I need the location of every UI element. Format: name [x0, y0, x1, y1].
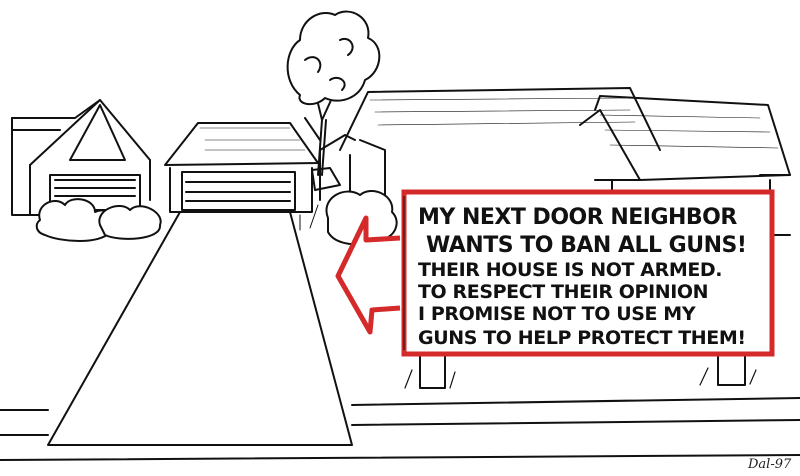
neighbor-house	[319, 87, 791, 236]
sign-line-6: GUNS TO HELP PROTECT THEM!	[418, 327, 746, 349]
sign-posts	[404, 351, 757, 389]
tree	[286, 10, 381, 176]
left-bushes	[35, 198, 162, 242]
protest-sign	[401, 189, 775, 357]
sign-line-1: MY NEXT DOOR NEIGHBOR	[418, 205, 737, 230]
sidewalk	[0, 204, 800, 461]
sign-text-block: MY NEXT DOOR NEIGHBOR WANTS TO BAN ALL G…	[418, 205, 747, 349]
far-left-house	[11, 99, 151, 216]
driveway	[47, 211, 353, 446]
sign-line-5: I PROMISE NOT TO USE MY	[418, 303, 696, 325]
artist-signature: Dal-97	[747, 457, 792, 472]
middle-house	[164, 122, 319, 213]
sign-line-2: WANTS TO BAN ALL GUNS!	[426, 233, 746, 258]
sign-line-3: THEIR HOUSE IS NOT ARMED.	[418, 259, 722, 281]
arrow-left-icon	[335, 215, 401, 335]
right-bushes	[311, 167, 398, 246]
sign-line-4: TO RESPECT THEIR OPINION	[418, 281, 708, 303]
